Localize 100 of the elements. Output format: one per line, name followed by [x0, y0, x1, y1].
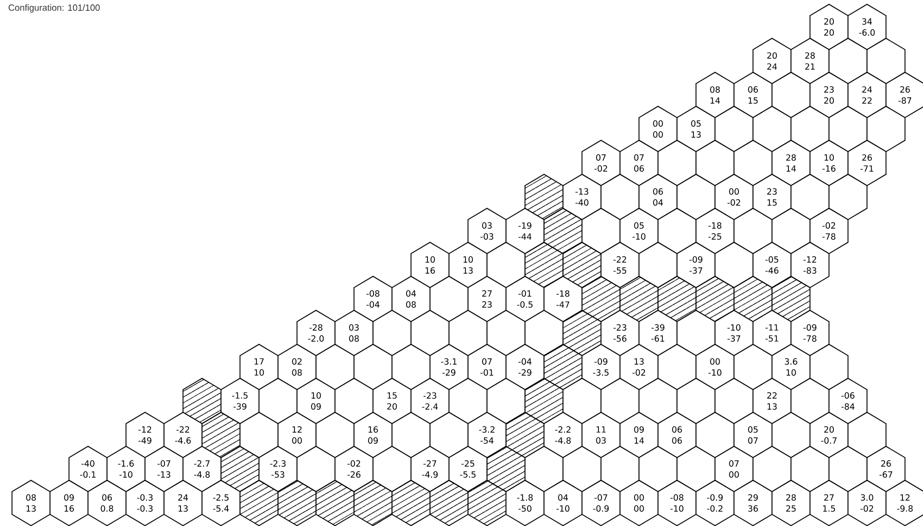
- hex-cell: 10 16: [410, 242, 450, 288]
- hatched-hex-cell: [240, 480, 278, 526]
- hex-cell: 12 00: [278, 412, 316, 458]
- empty-hex-cell: [296, 446, 336, 492]
- empty-hex-cell: [828, 446, 868, 492]
- hex-cell: -05 -46: [752, 242, 792, 288]
- hex-cell: 29 36: [734, 480, 772, 526]
- hex-cell: -3.1 -29: [430, 344, 468, 390]
- node-label: -50: [518, 505, 532, 512]
- hex-cell: -2.7 -4.8: [182, 446, 222, 492]
- node-label: -2.5: [213, 494, 229, 501]
- hex-cell: -12 -49: [126, 412, 164, 458]
- hex-cell: -22 -55: [600, 242, 640, 288]
- empty-hex-cell: [372, 446, 412, 492]
- hex-cell: -09 -78: [790, 310, 830, 356]
- empty-hex-cell: [354, 344, 392, 390]
- empty-hex-cell: [714, 242, 754, 288]
- hex-cell: 3.0 -02: [848, 480, 886, 526]
- empty-hex-cell: [696, 140, 734, 186]
- empty-hex-cell: [334, 378, 374, 424]
- empty-hex-cell: [600, 174, 640, 220]
- hex-cell: -3.2 -54: [468, 412, 506, 458]
- empty-hex-cell: [790, 106, 830, 152]
- node-label: 04: [558, 494, 568, 501]
- node-label: 0.8: [100, 505, 114, 512]
- title: Configuration: 101/100: [8, 4, 100, 13]
- empty-hex-cell: [638, 378, 678, 424]
- empty-hex-cell: [734, 140, 772, 186]
- node-label: 00: [634, 494, 644, 501]
- empty-hex-cell: [828, 106, 868, 152]
- hex-cell: 08 13: [12, 480, 50, 526]
- empty-hex-cell: [582, 208, 620, 254]
- empty-hex-cell: [772, 412, 810, 458]
- hex-cell: 06 06: [658, 412, 696, 458]
- node-label: -0.9: [707, 494, 723, 501]
- hex-cell: -12 -83: [790, 242, 830, 288]
- hex-cell: -1.6 -10: [106, 446, 146, 492]
- hex-cell: 03 -03: [468, 208, 506, 254]
- hex-cell: 05 -10: [620, 208, 658, 254]
- hex-cell: 00 00: [620, 480, 658, 526]
- hex-cell: -40 -0.1: [68, 446, 108, 492]
- empty-hex-cell: [430, 412, 468, 458]
- hex-cell: -23 -2.4: [410, 378, 450, 424]
- hex-cell: -27 -4.9: [410, 446, 450, 492]
- hex-cell: 06 0.8: [88, 480, 126, 526]
- empty-hex-cell: [430, 276, 468, 322]
- empty-hex-cell: [658, 208, 696, 254]
- hex-cell: 07 06: [620, 140, 658, 186]
- hex-cell: 12 -9.8: [886, 480, 923, 526]
- empty-hex-cell: [772, 208, 810, 254]
- empty-hex-cell: [714, 378, 754, 424]
- hex-cell: 04 -10: [544, 480, 582, 526]
- hex-cell: 3.6 10: [772, 344, 810, 390]
- hex-cell: -04 -29: [506, 344, 544, 390]
- empty-hex-cell: [714, 106, 754, 152]
- hex-cell: 07 -02: [582, 140, 620, 186]
- hex-cell: -22 -4.6: [164, 412, 202, 458]
- hex-cell: 05 13: [676, 106, 716, 152]
- empty-hex-cell: [752, 106, 792, 152]
- empty-hex-cell: [486, 242, 526, 288]
- empty-hex-cell: [600, 378, 640, 424]
- hex-cell: -1.5 -39: [220, 378, 260, 424]
- hex-cell: -01 -0.5: [506, 276, 544, 322]
- hex-cell: 09 14: [620, 412, 658, 458]
- hex-cell: -02 -78: [810, 208, 848, 254]
- hex-cell: -0.3 -0.3: [126, 480, 164, 526]
- hex-cell: 00 00: [638, 106, 678, 152]
- hex-cell: -39 -61: [638, 310, 678, 356]
- empty-hex-cell: [790, 378, 830, 424]
- empty-hex-cell: [316, 412, 354, 458]
- node-label: 00: [634, 505, 644, 512]
- hex-cell: 24 22: [848, 72, 886, 118]
- empty-hex-cell: [562, 378, 602, 424]
- hex-cell: -07 -0.9: [582, 480, 620, 526]
- hex-cell: 17 10: [240, 344, 278, 390]
- hex-cell: 26 -67: [866, 446, 906, 492]
- empty-hex-cell: [676, 310, 716, 356]
- hex-cell: 34 -6.0: [848, 4, 886, 50]
- empty-hex-cell: [676, 378, 716, 424]
- empty-hex-cell: [524, 310, 564, 356]
- node-label: -0.2: [707, 505, 722, 512]
- empty-hex-cell: [658, 140, 696, 186]
- hex-cell: -07 -13: [144, 446, 184, 492]
- node-label: -07: [594, 494, 608, 501]
- empty-hex-cell: [316, 344, 354, 390]
- hex-cell: 20 20: [810, 4, 848, 50]
- node-label: 09: [64, 494, 74, 501]
- empty-hex-cell: [658, 344, 696, 390]
- hex-cell: 22 13: [752, 378, 792, 424]
- node-label: 24: [178, 494, 188, 501]
- empty-hex-cell: [392, 344, 430, 390]
- empty-hex-cell: [638, 446, 678, 492]
- empty-hex-cell: [448, 378, 488, 424]
- hex-cell: 06 15: [734, 72, 772, 118]
- hex-cell: 06 04: [638, 174, 678, 220]
- node-label: 27: [824, 494, 834, 501]
- hex-cell: 24 13: [164, 480, 202, 526]
- hex-cell: -06 -84: [828, 378, 868, 424]
- hex-cell: 02 08: [278, 344, 316, 390]
- hex-cell: -0.9 -0.2: [696, 480, 734, 526]
